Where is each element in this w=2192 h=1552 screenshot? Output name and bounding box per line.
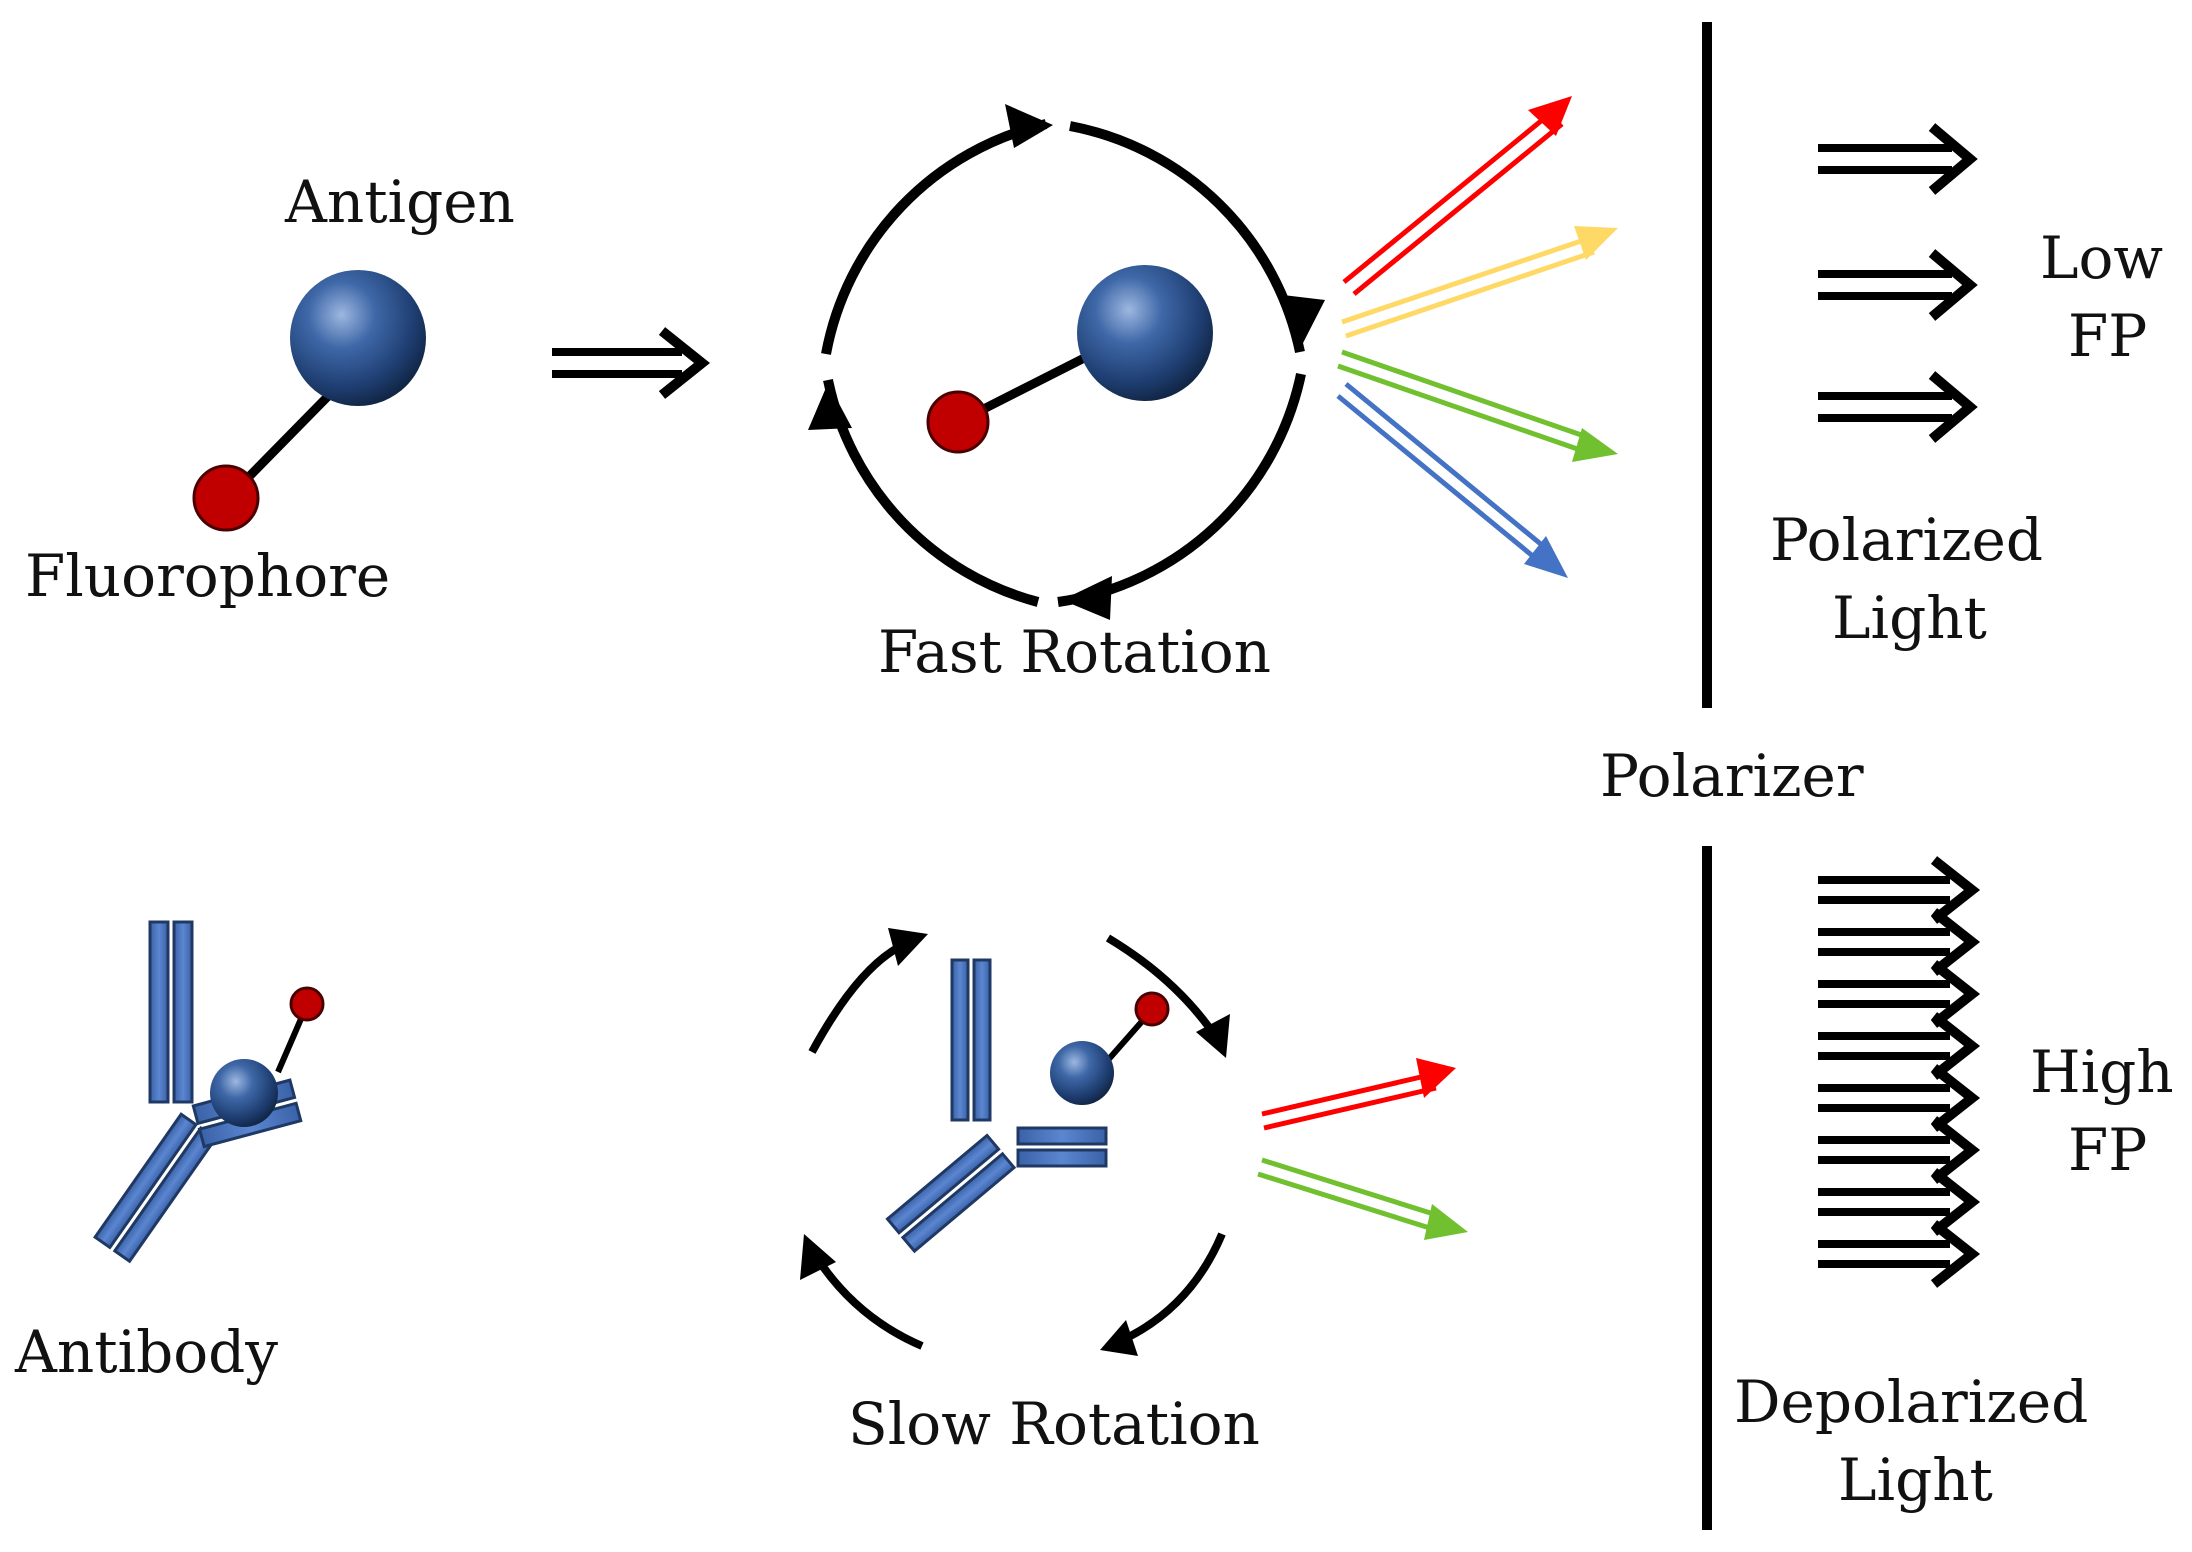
process-arrow	[552, 327, 711, 399]
fast-antigen-conjugate	[926, 265, 1213, 454]
emission-arrow-red	[1342, 96, 1572, 296]
low-fp-label-2: FP	[2068, 302, 2147, 370]
emission-arrow-yellow	[1341, 226, 1618, 339]
slow-antibody-complex	[885, 958, 1170, 1254]
antibody-complex	[93, 920, 325, 1264]
slow-rotation-arrowheads	[800, 928, 1230, 1356]
polarized-light-label-1: Polarized	[1770, 506, 2043, 574]
depolarized-light-label-2: Light	[1838, 1446, 1993, 1514]
depolarized-light-label-1: Depolarized	[1734, 1368, 2088, 1436]
antibody	[93, 920, 303, 1264]
depolarized-arrow	[1818, 1168, 1981, 1236]
depolarized-arrow	[1818, 1012, 1981, 1080]
polarized-light-arrows	[1818, 123, 1978, 443]
emission-arrows-bottom	[1257, 1058, 1468, 1240]
antigen-sphere	[290, 270, 426, 406]
low-fp-label-1: Low	[2040, 224, 2163, 292]
fluorophore-dot	[192, 464, 260, 532]
emission-arrow-green-bottom	[1257, 1157, 1468, 1240]
polarized-light-label-2: Light	[1832, 584, 1987, 652]
depolarized-arrow	[1818, 856, 1981, 924]
depolarized-arrow	[1818, 1220, 1981, 1288]
depolarized-arrow	[1818, 1064, 1981, 1132]
antigen-label: Antigen	[284, 168, 515, 236]
high-fp-label-1: High	[2030, 1038, 2174, 1106]
fast-rotation-arrows	[821, 119, 1306, 607]
fluorophore-label: Fluorophore	[25, 542, 390, 610]
emission-arrows-top	[1336, 96, 1618, 578]
slow-rotation-label: Slow Rotation	[848, 1390, 1260, 1458]
depolarized-arrow	[1818, 1116, 1981, 1184]
emission-arrow-red-bottom	[1261, 1058, 1456, 1131]
depolarized-arrow	[1818, 960, 1981, 1028]
free-antigen-conjugate	[192, 270, 426, 532]
emission-arrow-blue	[1336, 382, 1568, 578]
fast-rotation-arrowheads	[808, 104, 1325, 620]
antibody-label: Antibody	[14, 1318, 278, 1386]
depolarized-light-arrows	[1818, 856, 1981, 1288]
emission-arrow-green	[1337, 349, 1618, 462]
depolarized-arrow	[1818, 908, 1981, 976]
fast-rotation-label: Fast Rotation	[878, 618, 1271, 686]
polarizer-label: Polarizer	[1600, 742, 1864, 810]
high-fp-label-2: FP	[2068, 1116, 2147, 1184]
